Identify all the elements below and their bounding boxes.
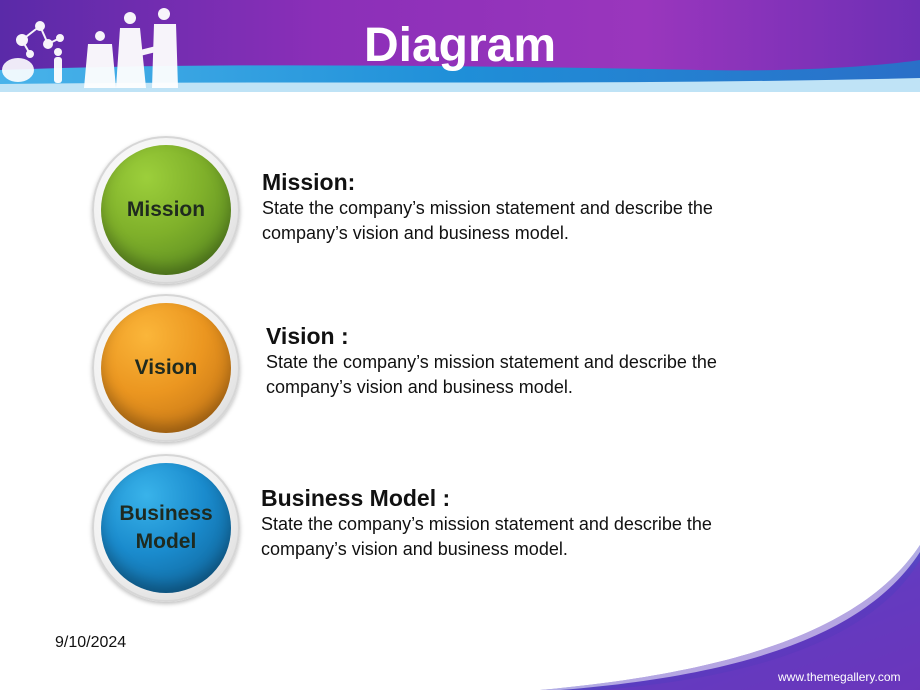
slide-date: 9/10/2024 xyxy=(55,634,127,651)
vision-block: Vision : State the company’s mission sta… xyxy=(266,322,826,400)
business-model-circle-label-line2: Model xyxy=(135,530,197,553)
header-banner: Diagram xyxy=(0,0,920,96)
mission-text-line2: company’s vision and business model. xyxy=(262,223,569,243)
mission-circle-label: Mission xyxy=(126,198,206,221)
business-model-text-line2: company’s vision and business model. xyxy=(261,539,568,559)
business-model-circle-label-line1: Business xyxy=(119,502,213,525)
business-model-heading: Business Model : xyxy=(261,485,451,511)
business-model-text-line1: State the company’s mission statement an… xyxy=(261,514,712,534)
vision-circle-label: Vision xyxy=(134,356,198,379)
business-model-circle-fill: Business Model xyxy=(101,463,231,593)
slide-title-text: Diagram xyxy=(363,19,557,72)
vision-circle-fill: Vision xyxy=(101,303,231,433)
business-people-silhouette xyxy=(54,8,178,88)
vision-circle: Vision xyxy=(92,294,240,442)
mission-heading: Mission: xyxy=(262,169,356,195)
mission-text-line1: State the company’s mission statement an… xyxy=(262,198,713,218)
mission-circle-fill: Mission xyxy=(101,145,231,275)
vision-heading: Vision : xyxy=(266,323,349,349)
network-molecule-icon xyxy=(16,21,64,58)
slide-title: Diagram xyxy=(0,18,920,74)
vision-text-line1: State the company’s mission statement an… xyxy=(266,352,717,372)
mission-circle: Mission xyxy=(92,136,240,284)
globe-icon xyxy=(2,58,34,82)
mission-block: Mission: State the company’s mission sta… xyxy=(262,168,822,246)
business-model-block: Business Model : State the company’s mis… xyxy=(261,484,821,562)
vision-text-line2: company’s vision and business model. xyxy=(266,377,573,397)
footer-website-url: www.themegallery.com xyxy=(778,670,901,684)
header-background xyxy=(0,0,920,96)
business-model-circle: Business Model xyxy=(92,454,240,602)
